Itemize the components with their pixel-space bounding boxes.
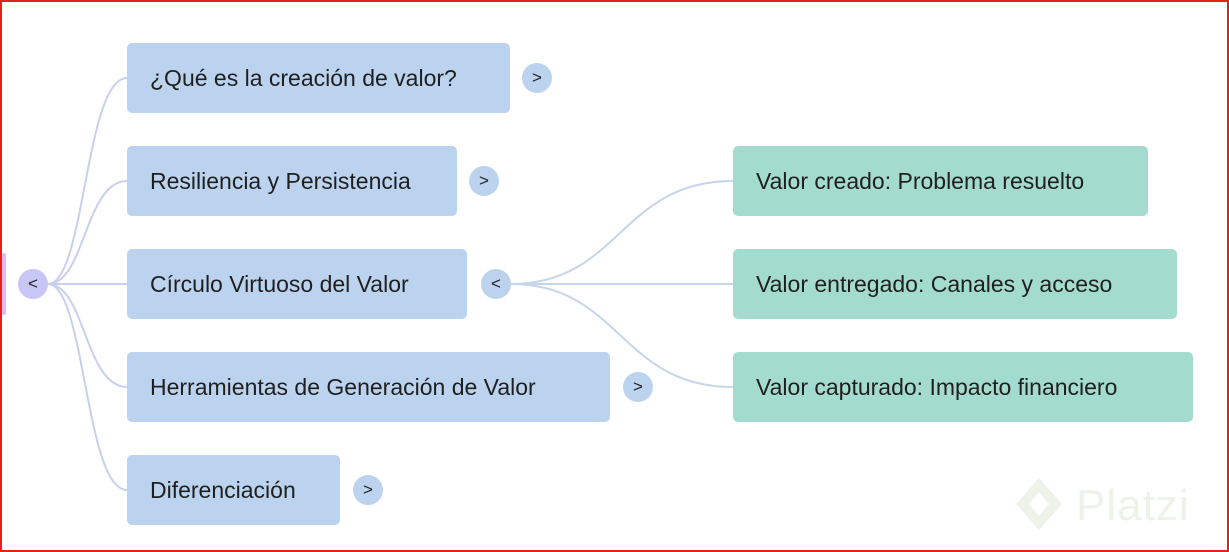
connector-branch-3-leaf-3 <box>510 283 734 388</box>
watermark-text: Platzi <box>1076 481 1190 530</box>
leaf-node-valor-creado[interactable]: Valor creado: Problema resuelto <box>733 146 1148 216</box>
connector-branch-3-leaf-1 <box>510 180 734 285</box>
branch-node-herramientas[interactable]: Herramientas de Generación de Valor <box>127 352 610 422</box>
expand-toggle-resiliencia[interactable]: > <box>469 166 499 196</box>
root-collapse-toggle[interactable]: < <box>18 269 48 299</box>
branch-node-creacion-valor[interactable]: ¿Qué es la creación de valor? <box>127 43 510 113</box>
branch-node-resiliencia[interactable]: Resiliencia y Persistencia <box>127 146 457 216</box>
root-node-edge <box>2 253 6 315</box>
connector-root-branch-5 <box>47 283 128 491</box>
branch-node-circulo-virtuoso[interactable]: Círculo Virtuoso del Valor <box>127 249 467 319</box>
platzi-watermark: Platzi <box>1010 474 1190 538</box>
collapse-toggle-circulo-virtuoso[interactable]: < <box>481 269 511 299</box>
expand-toggle-diferenciacion[interactable]: > <box>353 475 383 505</box>
connector-root-branch-2 <box>47 180 128 285</box>
expand-toggle-herramientas[interactable]: > <box>623 372 653 402</box>
leaf-node-valor-entregado[interactable]: Valor entregado: Canales y acceso <box>733 249 1177 319</box>
platzi-logo-icon <box>1016 478 1062 530</box>
connector-root-branch-1 <box>47 77 128 285</box>
expand-toggle-creacion-valor[interactable]: > <box>522 63 552 93</box>
connector-root-branch-4 <box>47 283 128 388</box>
branch-node-diferenciacion[interactable]: Diferenciación <box>127 455 340 525</box>
leaf-node-valor-capturado[interactable]: Valor capturado: Impacto financiero <box>733 352 1193 422</box>
